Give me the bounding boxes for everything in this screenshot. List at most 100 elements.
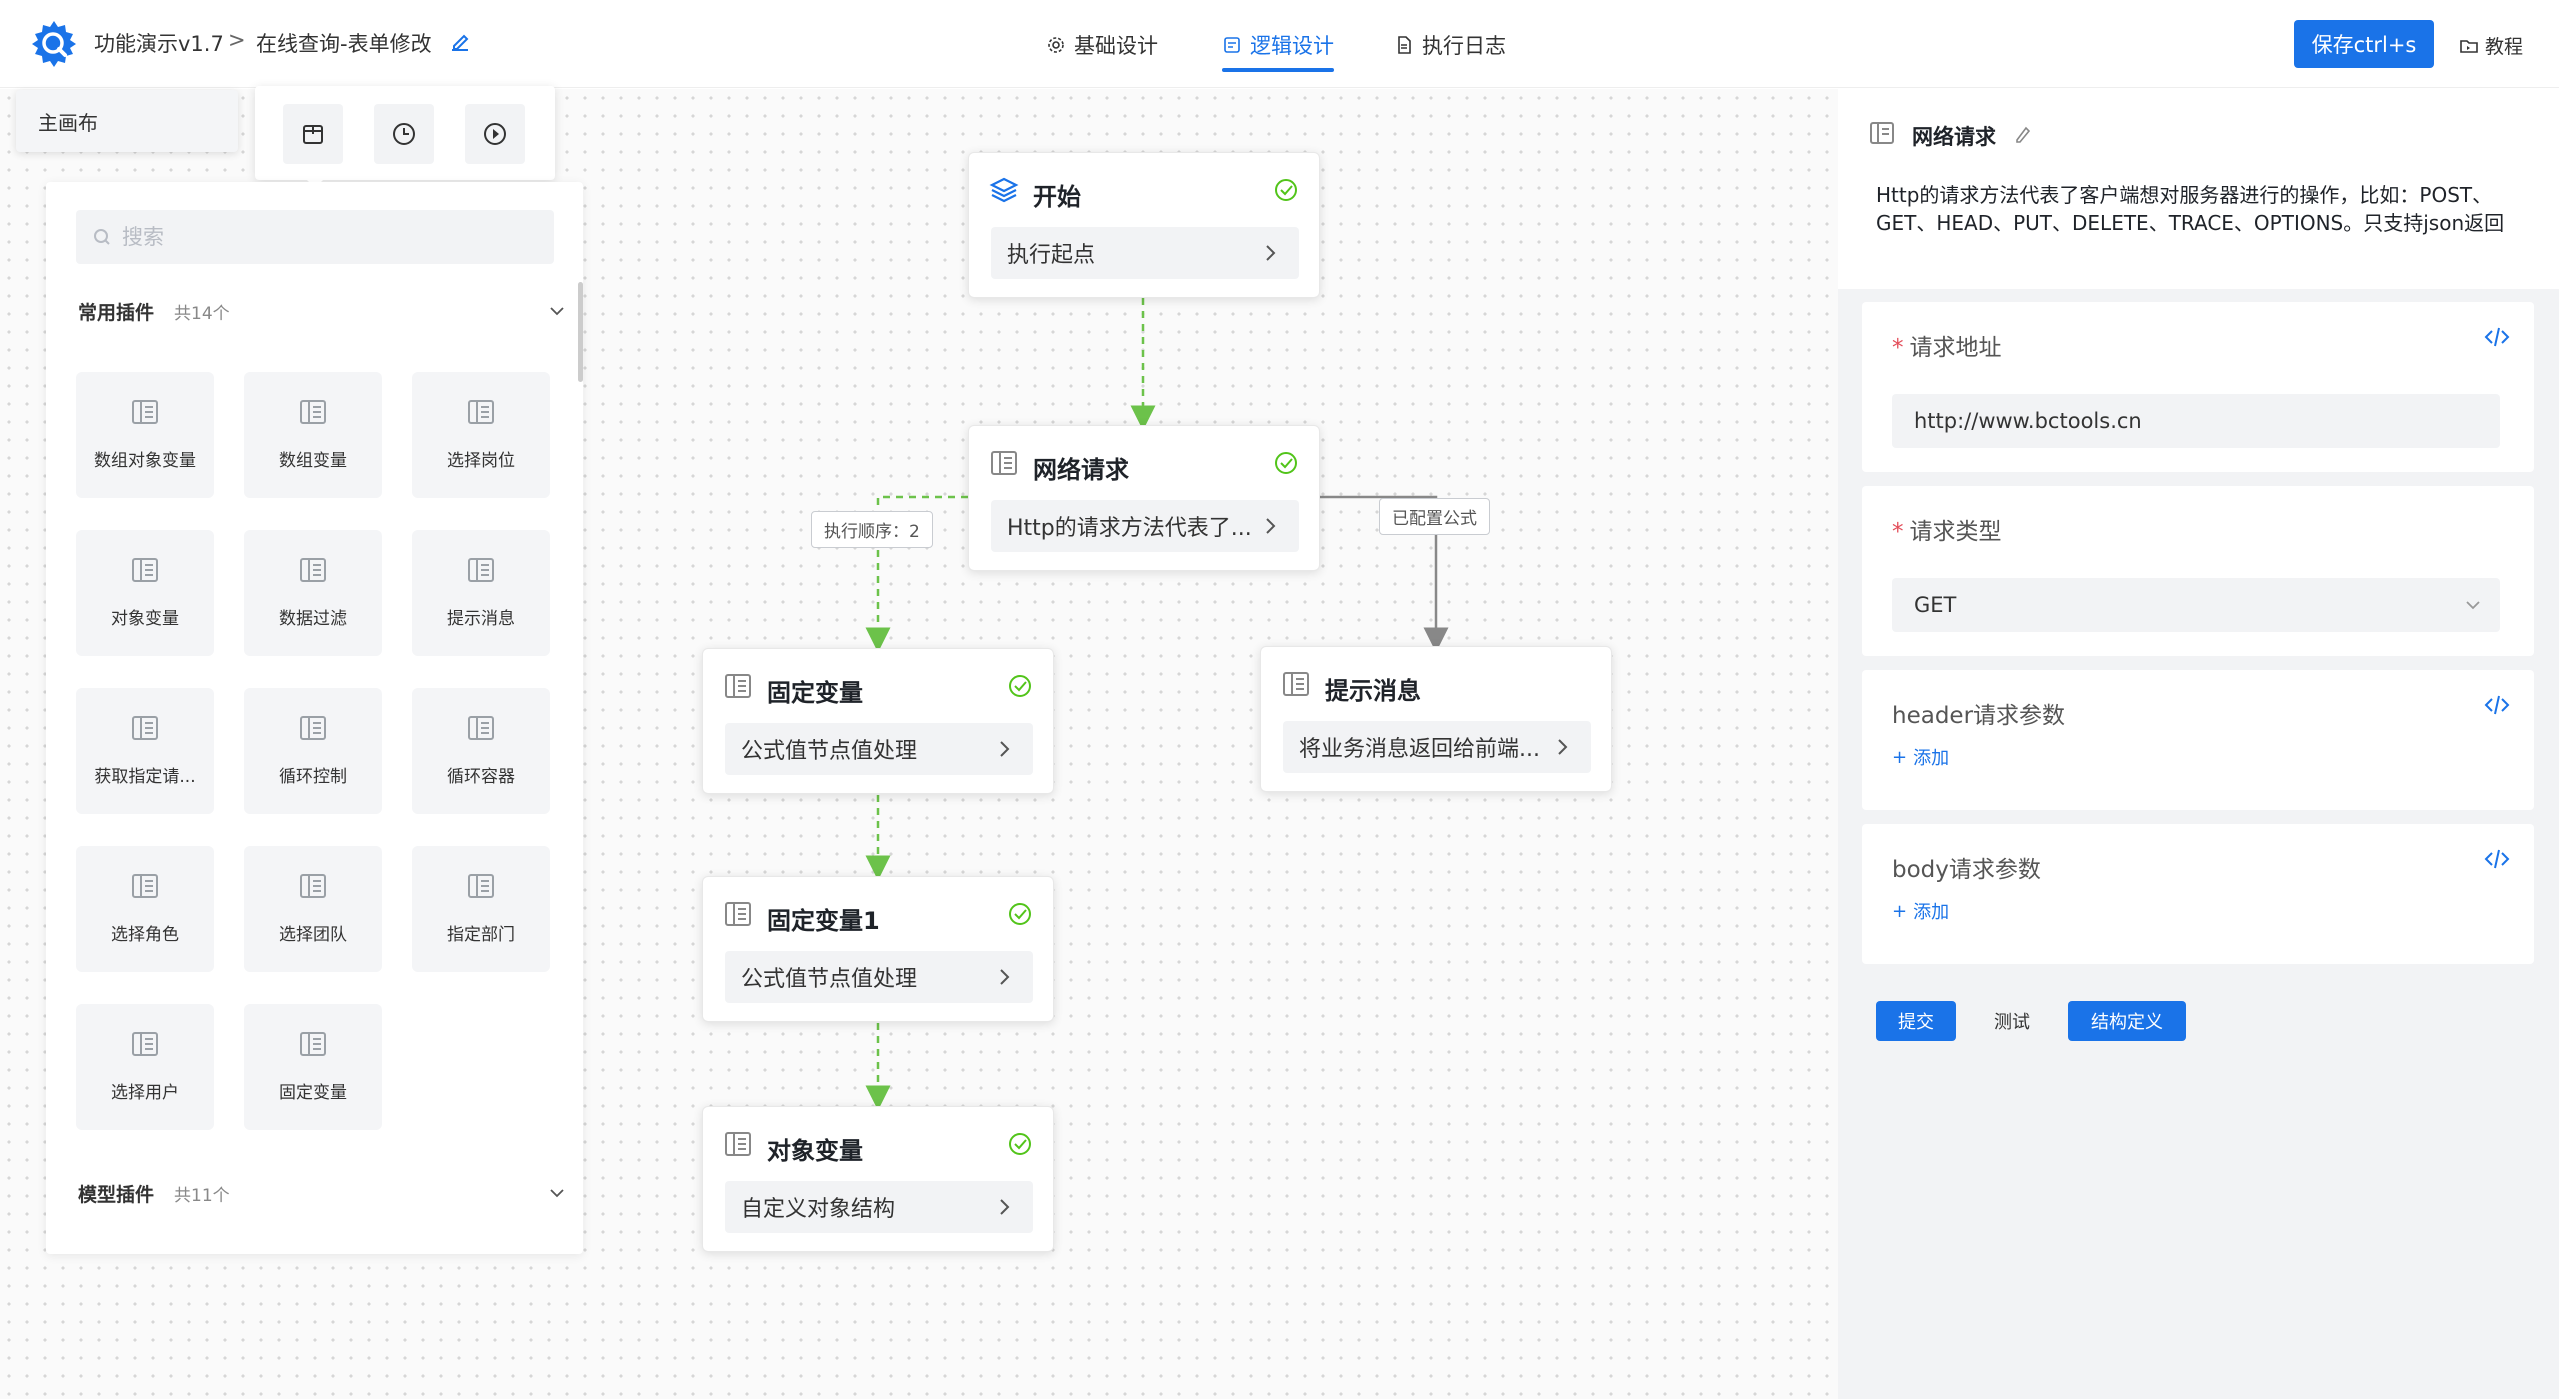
app-title[interactable]: 功能演示v1.7 xyxy=(94,32,224,56)
plugin-item[interactable]: 选择用户 xyxy=(76,1004,214,1130)
schema-button[interactable]: 结构定义 xyxy=(2068,1001,2186,1041)
plugin-label: 选择岗位 xyxy=(447,451,515,471)
field-request-method: *请求类型 GET xyxy=(1862,486,2534,656)
url-input[interactable]: http://www.bctools.cn xyxy=(1892,394,2500,448)
tab-logic-design[interactable]: 逻辑设计 xyxy=(1222,30,1334,60)
chevron-right-icon xyxy=(1266,245,1276,261)
app-logo-icon[interactable] xyxy=(29,19,79,69)
panel-icon xyxy=(300,716,326,740)
section-count: 共14个 xyxy=(174,304,230,324)
add-header-param-button[interactable]: + 添加 xyxy=(1892,746,1950,770)
run-button[interactable] xyxy=(465,104,525,164)
code-icon[interactable] xyxy=(2484,692,2510,718)
plugin-label: 选择用户 xyxy=(111,1083,179,1103)
edge-label-configured[interactable]: 已配置公式 xyxy=(1379,498,1490,535)
required-marker: * xyxy=(1892,335,1904,361)
plugin-item[interactable]: 数组对象变量 xyxy=(76,372,214,498)
node-body[interactable]: 执行起点 xyxy=(991,227,1299,279)
node-description: Http的请求方法代表了客户端想对服务器进行的操作，比如：POST、GET、HE… xyxy=(1876,183,2505,235)
plugin-item[interactable]: 循环容器 xyxy=(412,688,550,814)
section-common-plugins[interactable]: 常用插件 共14个 xyxy=(78,298,230,325)
logic-icon xyxy=(1224,37,1240,53)
add-body-param-button[interactable]: + 添加 xyxy=(1892,900,1950,924)
plugin-library-button[interactable] xyxy=(283,104,343,164)
chevron-right-icon xyxy=(1558,739,1568,755)
plugin-item[interactable]: 对象变量 xyxy=(76,530,214,656)
plus-icon: + xyxy=(1892,900,1908,922)
plugin-item[interactable]: 指定部门 xyxy=(412,846,550,972)
flow-node-message[interactable]: 提示消息将业务消息返回给前端... xyxy=(1260,646,1612,792)
submit-button[interactable]: 提交 xyxy=(1876,1001,1956,1041)
plugin-item[interactable]: 数据过滤 xyxy=(244,530,382,656)
code-icon[interactable] xyxy=(2484,324,2510,350)
plugin-item[interactable]: 固定变量 xyxy=(244,1004,382,1130)
scrollbar-thumb[interactable] xyxy=(578,282,583,382)
plugin-item[interactable]: 数组变量 xyxy=(244,372,382,498)
section-model-plugins[interactable]: 模型插件 共11个 xyxy=(78,1180,230,1207)
plugin-label: 指定部门 xyxy=(447,925,515,945)
play-icon xyxy=(484,123,506,145)
flow-node-object[interactable]: 对象变量自定义对象结构 xyxy=(702,1106,1054,1252)
node-title: 网络请求 xyxy=(1033,456,1129,484)
edit-pencil-icon[interactable] xyxy=(448,30,472,54)
field-request-url: *请求地址 http://www.bctools.cn xyxy=(1862,302,2534,472)
code-icon[interactable] xyxy=(2484,846,2510,872)
node-body[interactable]: Http的请求方法代表了... xyxy=(991,500,1299,552)
chevron-right-icon xyxy=(1000,1199,1010,1215)
plugin-item[interactable]: 提示消息 xyxy=(412,530,550,656)
flow-node-http[interactable]: 网络请求 Http的请求方法代表了... xyxy=(968,425,1320,571)
plugin-label: 数组变量 xyxy=(279,451,347,471)
layers-icon xyxy=(989,175,1019,205)
page-title: 在线查询-表单修改 xyxy=(256,32,432,56)
active-tab-indicator xyxy=(1222,68,1334,72)
plugin-item[interactable]: 选择岗位 xyxy=(412,372,550,498)
test-button[interactable]: 测试 xyxy=(1972,1001,2052,1041)
panel-icon xyxy=(723,671,753,701)
chevron-down-icon[interactable] xyxy=(548,1184,566,1202)
plugin-label: 循环控制 xyxy=(279,767,347,787)
chevron-down-icon[interactable] xyxy=(548,302,566,320)
tutorial-label: 教程 xyxy=(2485,36,2524,58)
chevron-right-icon xyxy=(1000,969,1010,985)
tab-basic-design[interactable]: 基础设计 xyxy=(1046,30,1158,60)
flow-node-start[interactable]: 开始执行起点 xyxy=(968,152,1320,298)
flow-node-fixed1[interactable]: 固定变量1 公式值节点值处理 xyxy=(702,876,1054,1022)
plugin-search[interactable] xyxy=(76,210,554,264)
panel-icon xyxy=(468,874,494,898)
tab-label: 逻辑设计 xyxy=(1250,34,1334,58)
search-input[interactable] xyxy=(122,225,522,249)
plugin-item[interactable]: 获取指定请... xyxy=(76,688,214,814)
gear-icon xyxy=(1048,37,1064,53)
node-title: 固定变量 xyxy=(767,679,863,707)
node-title: 固定变量1 xyxy=(767,907,880,935)
plugin-item[interactable]: 选择角色 xyxy=(76,846,214,972)
field-header-params: header请求参数 + 添加 xyxy=(1862,670,2534,810)
section-title: 常用插件 xyxy=(78,302,155,324)
plugin-item[interactable]: 选择团队 xyxy=(244,846,382,972)
field-body-params: body请求参数 + 添加 xyxy=(1862,824,2534,964)
edge-label-order[interactable]: 执行顺序：2 xyxy=(811,511,933,548)
history-button[interactable] xyxy=(374,104,434,164)
flow-node-fixed[interactable]: 固定变量公式值节点值处理 xyxy=(702,648,1054,794)
section-count: 共11个 xyxy=(174,1186,230,1206)
plugin-label: 选择团队 xyxy=(279,925,347,945)
method-select[interactable]: GET xyxy=(1892,578,2500,632)
panel-icon xyxy=(300,874,326,898)
node-body[interactable]: 自定义对象结构 xyxy=(725,1181,1033,1233)
plugin-label: 对象变量 xyxy=(111,609,179,629)
check-circle-icon xyxy=(1007,1131,1033,1157)
panel-icon xyxy=(1870,122,1894,144)
tutorial-link[interactable]: 教程 xyxy=(2459,32,2523,59)
node-body[interactable]: 公式值节点值处理 xyxy=(725,723,1033,775)
edit-pencil-icon[interactable] xyxy=(2012,123,2034,145)
plugin-item[interactable]: 循环控制 xyxy=(244,688,382,814)
panel-icon xyxy=(300,558,326,582)
node-body[interactable]: 将业务消息返回给前端... xyxy=(1283,721,1591,773)
selected-method: GET xyxy=(1914,593,1957,617)
plugin-label: 获取指定请... xyxy=(94,767,196,787)
tab-execution-log[interactable]: 执行日志 xyxy=(1394,30,1506,60)
node-body[interactable]: 公式值节点值处理 xyxy=(725,951,1033,1003)
main-canvas-tab[interactable]: 主画布 xyxy=(16,90,238,152)
save-button[interactable]: 保存ctrl+s xyxy=(2294,20,2434,68)
check-circle-icon xyxy=(1273,450,1299,476)
